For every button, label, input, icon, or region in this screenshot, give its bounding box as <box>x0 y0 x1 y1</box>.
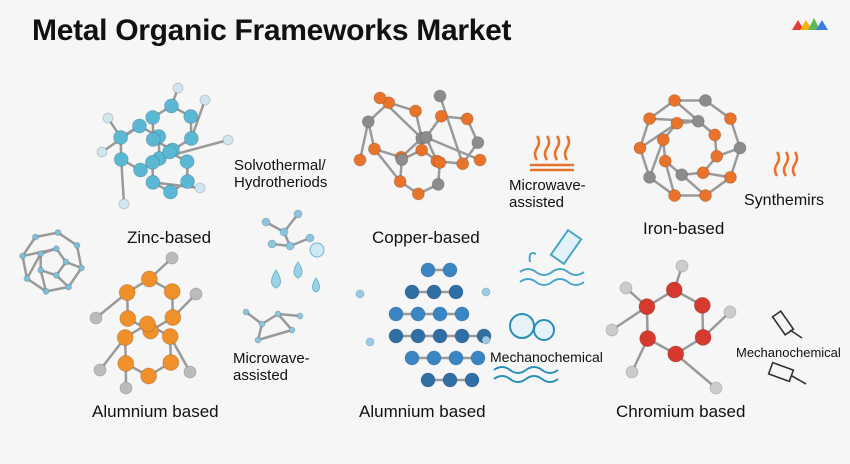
aluminium-molecule-icon <box>89 251 203 395</box>
aluminium-lattice-icon <box>355 262 492 388</box>
label-aluminium-left: Alumnium based <box>92 402 219 421</box>
method-mechanochemical-right: Mechanochemical <box>736 345 841 360</box>
label-aluminium-mid: Alumnium based <box>359 402 486 421</box>
zinc-molecule-icon <box>96 82 234 210</box>
label-chromium: Chromium based <box>616 402 746 421</box>
network-icon <box>261 209 315 251</box>
method-solvothermal: Solvothermal/ Hydrotheriods <box>234 157 327 191</box>
tools-icon <box>767 310 807 385</box>
network-icon <box>242 308 304 344</box>
iron-molecule-icon <box>633 93 747 203</box>
heat-waves-icon <box>773 151 799 177</box>
mortar-icon <box>493 313 559 383</box>
label-zinc: Zinc-based <box>127 228 212 247</box>
method-synthesis: Synthemirs <box>744 192 825 209</box>
logo-icon <box>792 18 828 30</box>
method-solvothermal-line2: Hydrotheriods <box>234 174 328 191</box>
pen-wave-icon <box>519 228 585 286</box>
label-iron: Iron-based <box>643 219 725 238</box>
method-microwave-left-line1: Microwave- <box>233 350 310 367</box>
chromium-ring-icon <box>605 259 737 395</box>
copper-molecule-icon <box>353 89 487 201</box>
label-copper: Copper-based <box>372 228 480 247</box>
method-solvothermal-line1: Solvothermal/ <box>234 157 326 174</box>
method-mechanochemical-mid: Mechanochemical <box>490 349 603 365</box>
method-microwave-top-line2: assisted <box>509 194 565 211</box>
method-microwave-left-line2: assisted <box>233 367 289 384</box>
method-microwave-top-line1: Microwave- <box>509 177 586 194</box>
page-title: Metal Organic Frameworks Market <box>32 14 512 47</box>
method-microwave-left: Microwave- assisted <box>233 350 310 384</box>
droplets-icon <box>271 242 325 293</box>
cage-icon <box>19 229 85 295</box>
heat-waves-icon <box>530 135 574 172</box>
method-microwave-top: Microwave- assisted <box>509 177 586 211</box>
